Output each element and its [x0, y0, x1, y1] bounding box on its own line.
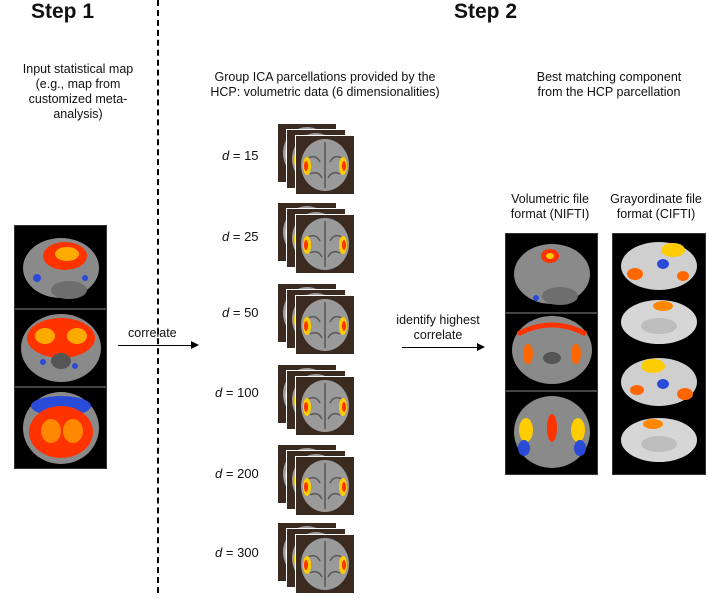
parcellation-stack	[277, 364, 357, 444]
identify-line: correlate	[413, 328, 463, 342]
step1-title: Step 1	[31, 0, 95, 23]
grayordinate-line: Grayordinate file	[610, 192, 702, 206]
d-value: = 200	[225, 466, 259, 481]
group-ica-description: Group ICA parcellations provided by the …	[180, 70, 470, 100]
d-value: = 15	[232, 148, 259, 163]
d-symbol: d	[215, 466, 223, 481]
axial-slice-thumbnail	[295, 295, 355, 355]
dimensionality-label-200: d = 200	[215, 466, 259, 481]
axial-slice-thumbnail	[295, 214, 355, 274]
input-brain-image	[15, 226, 106, 468]
d-value: = 100	[225, 385, 259, 400]
d-value: = 300	[225, 545, 259, 560]
identify-arrow-head	[477, 343, 485, 351]
d-symbol: d	[222, 305, 230, 320]
parcellation-stack	[277, 444, 357, 524]
input-line: customized meta-	[28, 92, 128, 106]
d-value: = 25	[232, 229, 259, 244]
volumetric-format-label: Volumetric file format (NIFTI)	[500, 192, 600, 222]
parcellation-stack	[277, 202, 357, 282]
d-value: = 50	[232, 305, 259, 320]
axial-slice-thumbnail	[295, 376, 355, 436]
input-line: analysis)	[53, 107, 103, 121]
correlate-arrow-head	[191, 341, 199, 349]
dimensionality-label-100: d = 100	[215, 385, 259, 400]
input-line: Input statistical map	[22, 62, 134, 76]
volumetric-brain-image	[506, 234, 597, 474]
volumetric-line: format (NIFTI)	[510, 207, 590, 221]
grayordinate-surface-map	[612, 233, 706, 475]
d-symbol: d	[215, 385, 223, 400]
dimensionality-label-300: d = 300	[215, 545, 259, 560]
group-line: Group ICA parcellations provided by the	[214, 70, 436, 84]
best-line: Best matching component	[536, 70, 682, 84]
parcellation-stack	[277, 522, 357, 602]
identify-arrow-line	[402, 347, 478, 348]
step2-title: Step 2	[454, 0, 518, 23]
axial-slice-thumbnail	[295, 456, 355, 516]
dimensionality-label-15: d = 15	[222, 148, 259, 163]
d-symbol: d	[222, 148, 230, 163]
parcellation-stack	[277, 123, 357, 203]
volumetric-brain-map	[505, 233, 598, 475]
d-symbol: d	[215, 545, 223, 560]
volumetric-line: Volumetric file	[511, 192, 589, 206]
dimensionality-label-25: d = 25	[222, 229, 259, 244]
step-divider	[157, 0, 159, 593]
axial-slice-thumbnail	[295, 135, 355, 195]
identify-label: identify highest correlate	[388, 313, 488, 343]
input-description: Input statistical map (e.g., map from cu…	[0, 62, 156, 122]
d-symbol: d	[222, 229, 230, 244]
group-line: HCP: volumetric data (6 dimensionalities…	[210, 85, 440, 99]
best-match-description: Best matching component from the HCP par…	[510, 70, 708, 100]
grayordinate-surface-image	[613, 234, 705, 474]
identify-line: identify highest	[396, 313, 480, 327]
grayordinate-format-label: Grayordinate file format (CIFTI)	[603, 192, 709, 222]
grayordinate-line: format (CIFTI)	[616, 207, 696, 221]
parcellation-stack	[277, 283, 357, 363]
input-line: (e.g., map from	[35, 77, 121, 91]
dimensionality-label-50: d = 50	[222, 305, 259, 320]
best-line: from the HCP parcellation	[537, 85, 681, 99]
input-brain-map	[14, 225, 107, 469]
correlate-label: correlate	[128, 326, 177, 340]
correlate-arrow-line	[118, 345, 192, 346]
axial-slice-thumbnail	[295, 534, 355, 594]
